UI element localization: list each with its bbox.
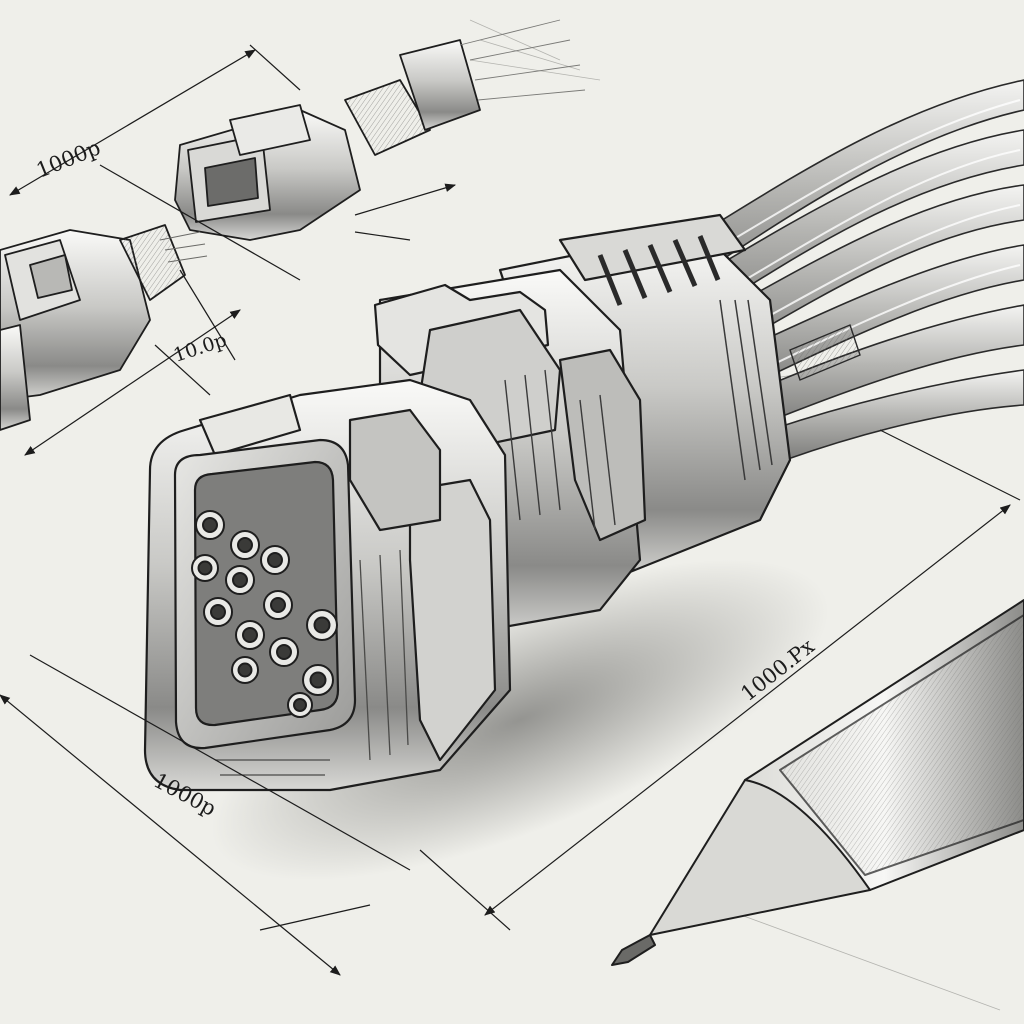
dimension-line-bottom <box>0 694 341 976</box>
dimension-label-mid-left: 10.0p <box>171 329 230 367</box>
pin-socket <box>306 609 338 641</box>
small-connector-left <box>0 224 208 431</box>
pen-tip <box>611 934 656 966</box>
dimension-lines <box>0 44 1021 976</box>
pin-socket <box>287 692 313 718</box>
pin-socket <box>231 656 259 684</box>
pin-socket <box>195 510 225 540</box>
pin-socket <box>269 637 299 667</box>
housing-front-rib <box>348 408 442 532</box>
pin-socket <box>225 565 255 595</box>
rear-collar-grille <box>597 235 721 306</box>
dimension-line-right <box>484 504 1011 916</box>
dimension-label-top-left: 1000p <box>33 135 104 182</box>
pin-socket <box>230 530 260 560</box>
pin-socket <box>235 620 265 650</box>
cable-ferrule <box>789 324 861 381</box>
pin-socket <box>260 545 290 575</box>
rear-collar-rings <box>719 299 773 481</box>
pin-socket <box>263 590 293 620</box>
housing-side-clip <box>408 478 497 762</box>
dimension-line-top-left <box>9 49 256 196</box>
pin-socket <box>191 554 219 582</box>
pin-socket <box>302 664 334 696</box>
pin-socket <box>203 597 233 627</box>
latch-grooves <box>504 369 616 531</box>
main-connector <box>143 213 792 792</box>
dimension-line-mid-left <box>24 309 241 456</box>
